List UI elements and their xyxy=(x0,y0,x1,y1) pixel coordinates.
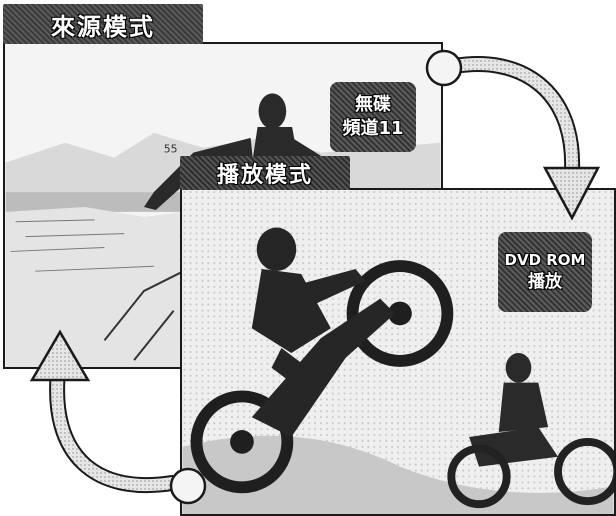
play-video-image xyxy=(182,190,614,514)
channel-label: 頻道11 xyxy=(342,118,404,139)
play-mode-tab: 播放模式 xyxy=(180,156,350,190)
arrow-play-to-source-icon xyxy=(29,329,207,505)
no-disc-channel-badge: 無碟 頻道11 xyxy=(330,82,416,152)
no-disc-label: 無碟 xyxy=(355,93,391,115)
start-circle-icon xyxy=(425,49,463,87)
end-circle-icon xyxy=(169,467,207,505)
dvd-rom-label: DVD ROM xyxy=(504,251,586,270)
source-mode-tab: 來源模式 xyxy=(3,4,203,44)
play-mode-panel xyxy=(180,188,616,516)
svg-text:55: 55 xyxy=(164,143,178,156)
arrow-source-to-play-icon xyxy=(425,49,601,221)
play-label: 播放 xyxy=(528,271,562,292)
dvd-rom-play-badge: DVD ROM 播放 xyxy=(498,232,592,312)
